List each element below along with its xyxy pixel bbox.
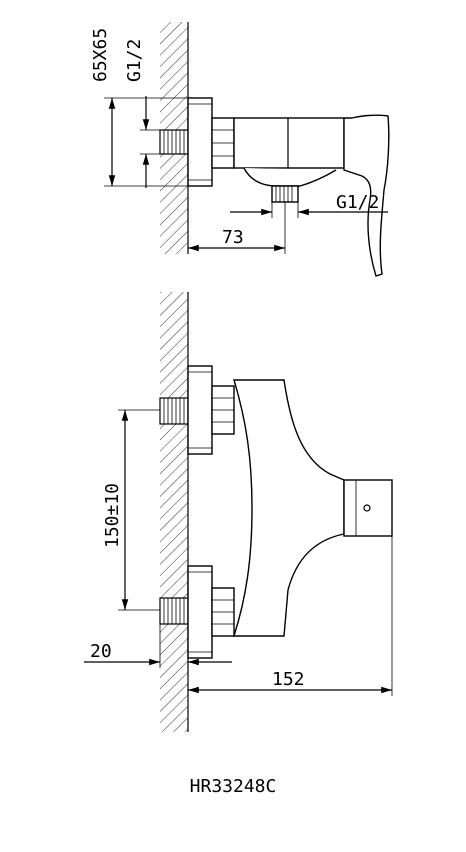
handle-screw-icon (363, 504, 371, 512)
front-upper-flange (187, 365, 213, 455)
side-view: 65X65 G1/2 G1/2 73 (90, 22, 390, 277)
side-inlet-nipple (159, 129, 189, 155)
wall-hatch-bottom (160, 292, 188, 732)
dim-inlet-thread: G1/2 (124, 39, 160, 188)
dim-outlet-distance-label: 73 (222, 227, 244, 248)
front-valve-body (233, 379, 345, 637)
dim-wall-offset: 20 (84, 624, 232, 668)
side-valve-body (233, 114, 390, 277)
dim-inlet-thread-label: G1/2 (124, 39, 145, 82)
side-flange (187, 97, 213, 187)
dim-total-depth: 152 (188, 536, 393, 696)
dim-flange-size-label: 65X65 (90, 28, 111, 82)
dim-inlet-spacing-label: 150±10 (102, 483, 123, 548)
dim-total-depth-label: 152 (272, 669, 305, 690)
dim-outlet-thread-label: G1/2 (336, 192, 379, 213)
model-code: HR33248C (189, 776, 277, 797)
front-lower-flange (187, 565, 213, 659)
dim-outlet-thread: G1/2 (230, 192, 388, 218)
dim-outlet-distance: 73 (188, 202, 286, 254)
front-upper-nipple (159, 397, 189, 425)
dim-wall-offset-label: 20 (90, 641, 112, 662)
dim-inlet-spacing: 150±10 (102, 409, 160, 611)
front-view: 150±10 20 152 (84, 292, 393, 732)
front-lower-nipple (159, 597, 189, 625)
front-handle-cap (343, 479, 393, 537)
